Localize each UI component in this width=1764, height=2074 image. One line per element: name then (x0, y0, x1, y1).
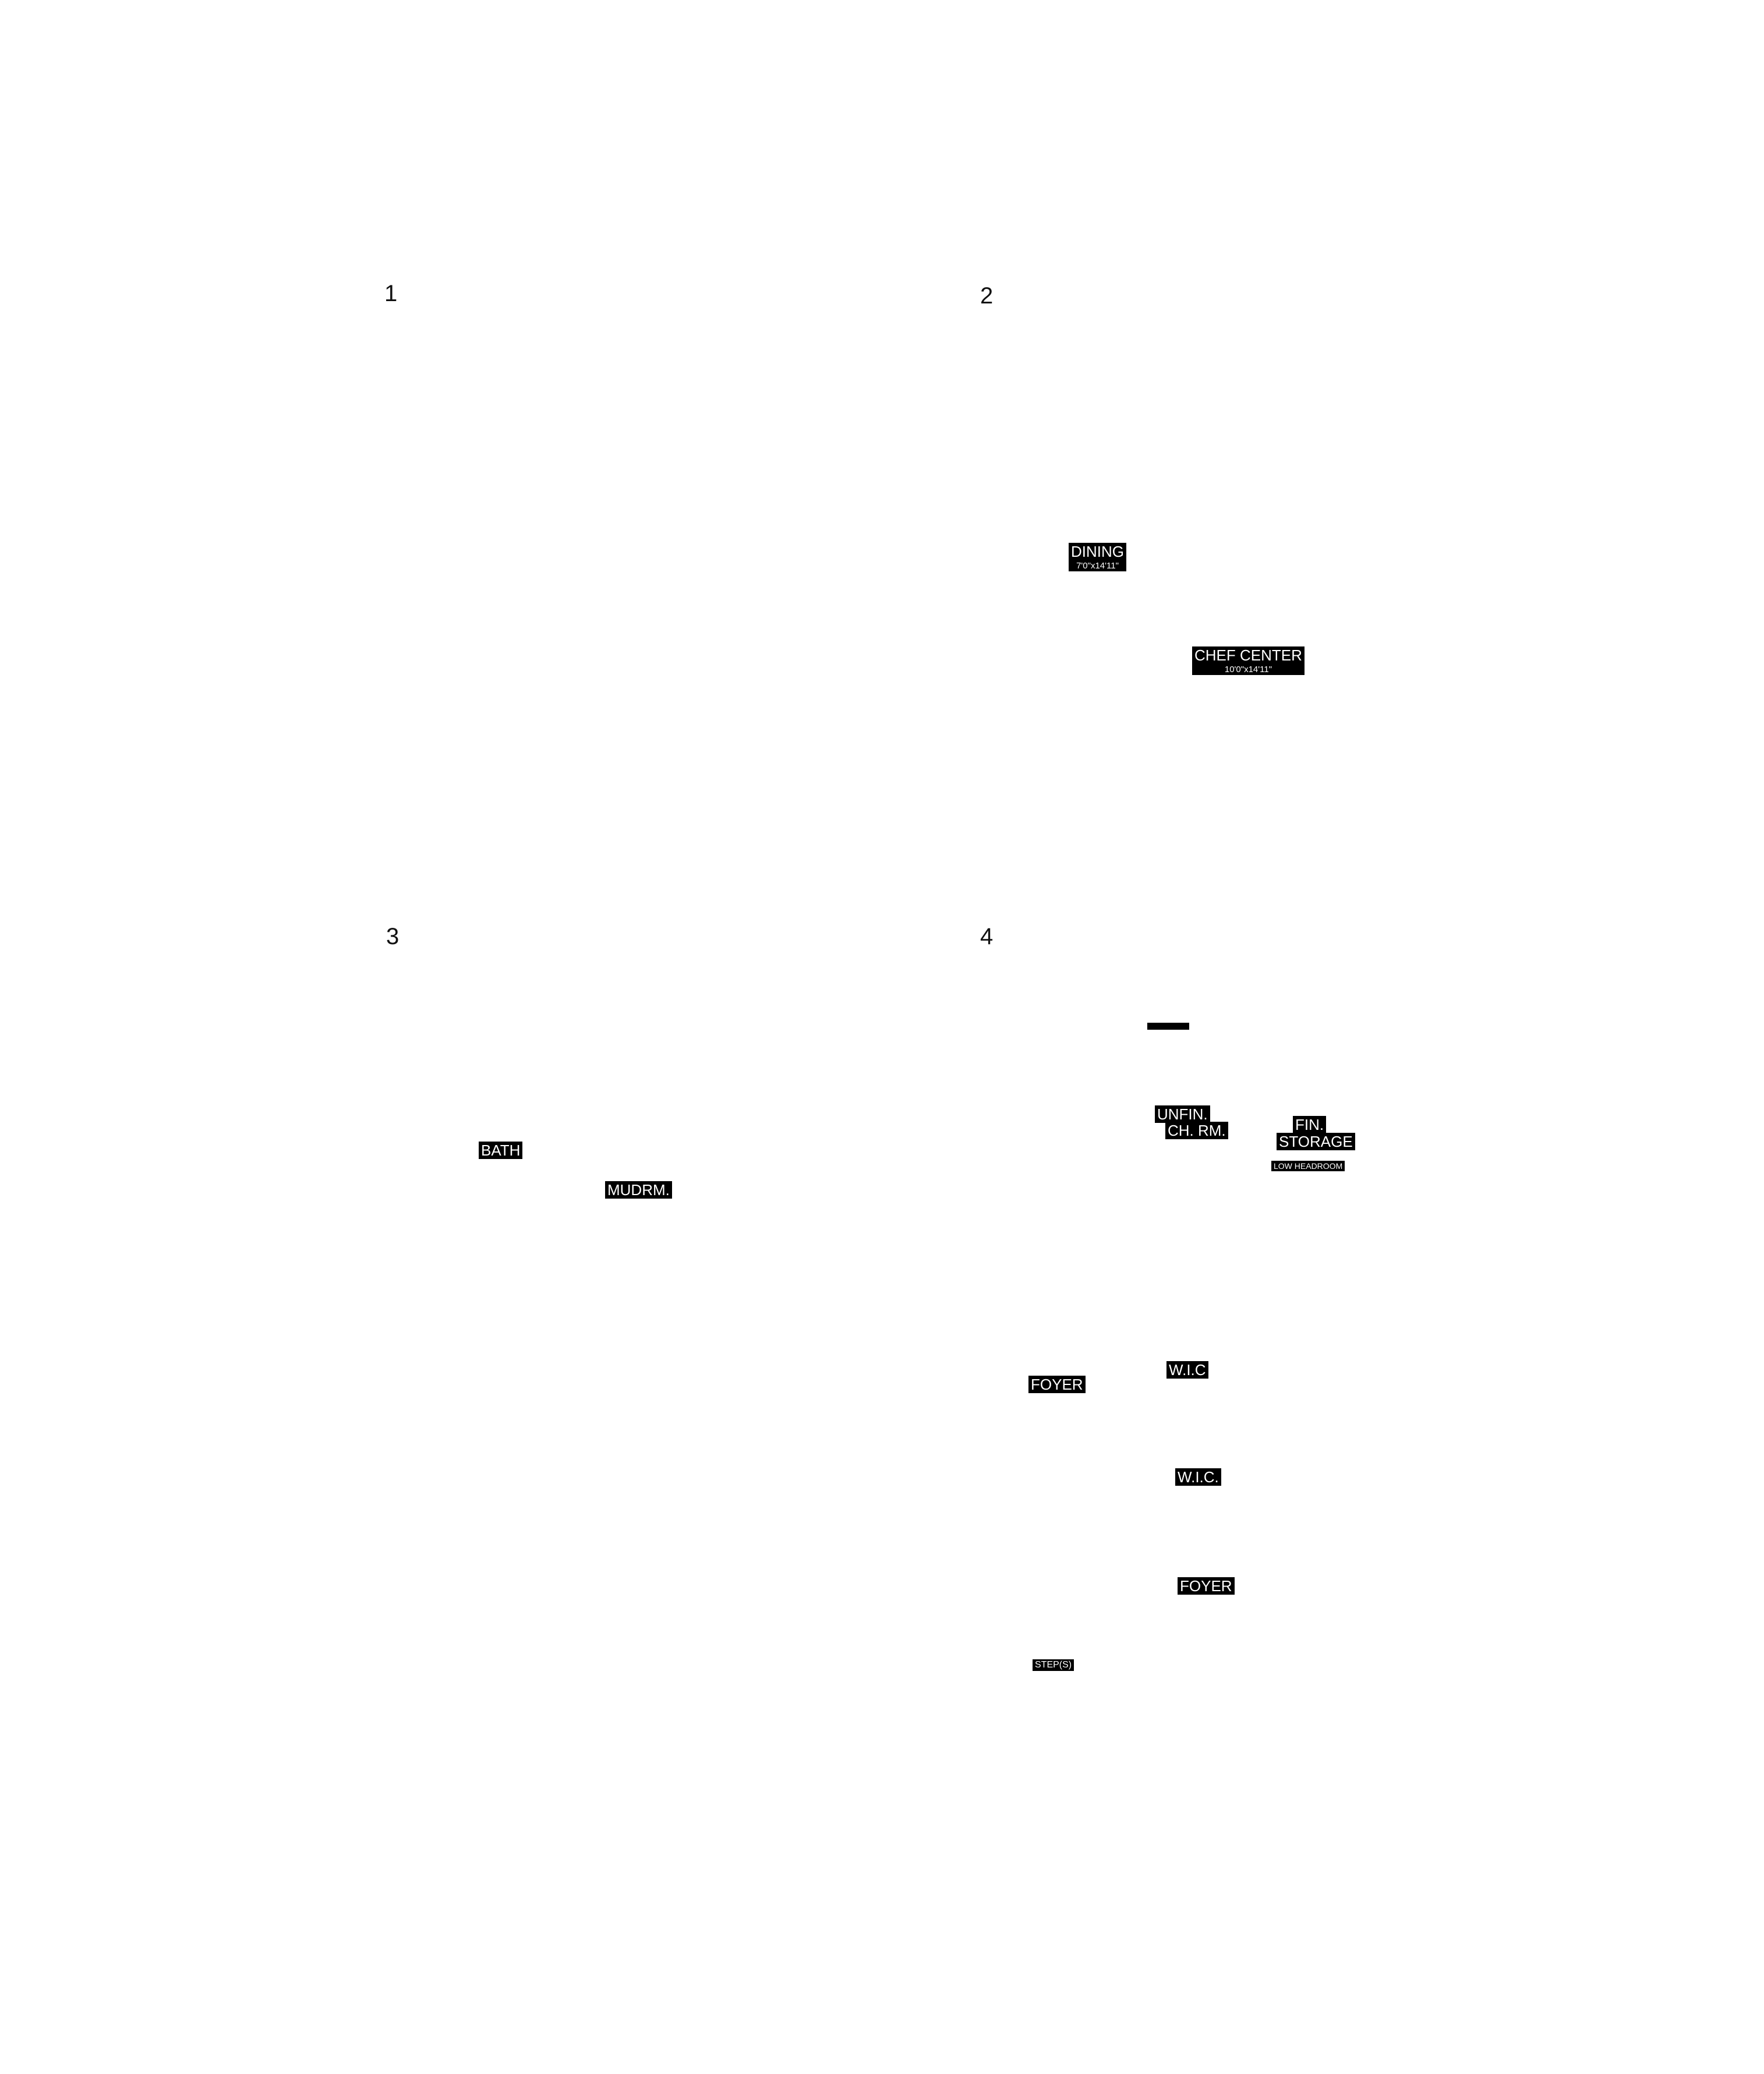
room-note-low-headroom: LOW HEADROOM (1271, 1161, 1345, 1171)
room-note: LOW HEADROOM (1274, 1161, 1343, 1171)
room-label-mudroom: MUDRM. (605, 1181, 672, 1199)
room-name-line1: UNFIN. (1157, 1105, 1208, 1123)
room-label-dining: DINING 7'0"x14'11" (1069, 543, 1126, 571)
room-name-line2: STORAGE (1279, 1133, 1353, 1150)
room-label-fin: FIN. (1293, 1116, 1327, 1133)
obscured-label (1147, 1023, 1189, 1030)
room-label-storage: STORAGE (1277, 1133, 1355, 1150)
panel-number-2: 2 (980, 283, 994, 309)
room-name-line1: FIN. (1295, 1116, 1324, 1133)
room-dimensions: 7'0"x14'11" (1076, 561, 1119, 571)
room-label-chef-center: CHEF CENTER 10'0"x14'11" (1192, 646, 1305, 675)
room-name: DINING (1071, 543, 1124, 560)
room-label-wic-2: W.I.C. (1175, 1468, 1221, 1486)
room-dimensions: 10'0"x14'11" (1224, 665, 1272, 674)
room-label-unfin: UNFIN. (1155, 1105, 1210, 1123)
room-name: FOYER (1180, 1577, 1232, 1595)
panel-number-1: 1 (384, 281, 398, 306)
room-label-unfin-line2: CH. RM. (1165, 1122, 1228, 1139)
room-label-steps: STEP(S) (1033, 1659, 1074, 1671)
room-name: STEP(S) (1035, 1660, 1072, 1670)
room-name: MUDRM. (607, 1181, 670, 1199)
room-name: BATH (481, 1142, 521, 1159)
room-name-line2: CH. RM. (1168, 1122, 1226, 1139)
panel-number-3: 3 (386, 924, 400, 949)
room-label-bath: BATH (479, 1142, 523, 1159)
room-label-wic-1: W.I.C (1166, 1361, 1208, 1379)
room-name: W.I.C (1169, 1361, 1206, 1379)
room-label-foyer-2: FOYER (1178, 1577, 1235, 1595)
room-name: FOYER (1031, 1376, 1083, 1393)
room-name: W.I.C. (1178, 1468, 1219, 1486)
room-label-foyer-1: FOYER (1028, 1376, 1086, 1393)
panel-number-4: 4 (980, 924, 994, 949)
room-name: CHEF CENTER (1194, 646, 1302, 664)
